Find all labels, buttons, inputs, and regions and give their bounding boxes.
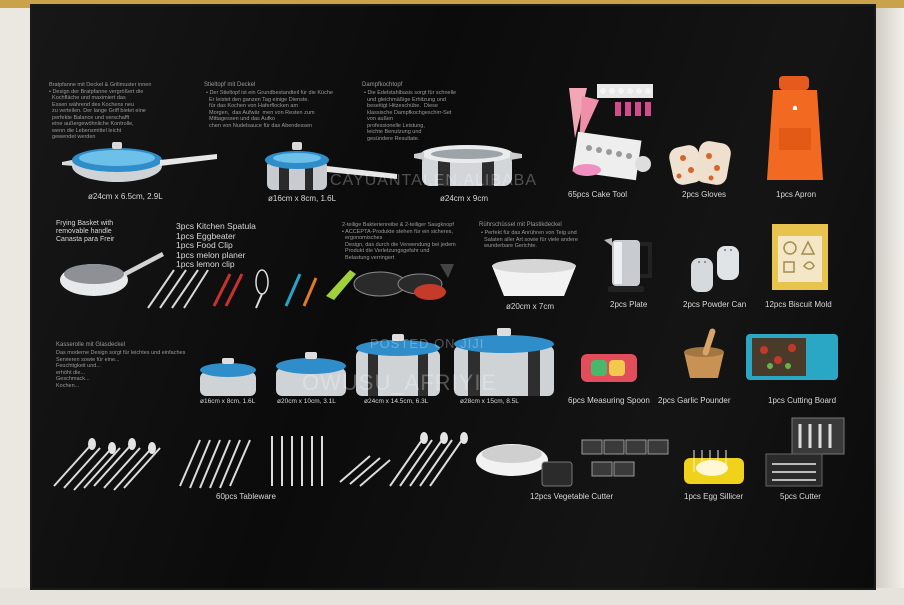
mixing-bowl-image	[492, 259, 576, 296]
utensil-list: 3pcs Kitchen Spatula 1pcs Eggbeater 1pcs…	[176, 221, 256, 269]
powder-can-label: 2pcs Powder Can	[683, 300, 747, 309]
steamer-title: Dampfkochtopf	[362, 82, 403, 88]
egg-slicer-label: 1pcs Egg Sillicer	[684, 492, 744, 501]
casserole-size-2: ø20cm x 10cm, 3.1L	[277, 398, 336, 405]
casserole-size-4: ø28cm x 15cm, 8.5L	[460, 398, 519, 405]
graters-image	[353, 264, 454, 300]
plate-label: 2pcs Plate	[610, 300, 648, 309]
frying-basket-image	[60, 252, 164, 296]
vegetable-cutter-label: 12pcs Vegetable Cutter	[530, 492, 614, 501]
saucepan-description: • Der Stieltopf ist ein Grundbestandteil…	[206, 90, 333, 129]
steamer-size-label: ø24cm x 9cm	[440, 194, 489, 203]
oven-gloves-image	[669, 141, 731, 185]
casserole-size-1: ø16cm x 8cm, 1.6L	[200, 398, 256, 405]
casserole-size-3: ø24cm x 14.5cm, 6.3L	[364, 398, 429, 405]
mixing-bowl-description: • Perfekt für das Anrühren von Teig und …	[481, 230, 578, 249]
cutting-board-image	[746, 334, 838, 380]
cake-tool-label: 65pcs Cake Tool	[568, 190, 627, 199]
tableware-label: 60pcs Tableware	[216, 492, 276, 501]
product-board: ☗	[32, 6, 874, 588]
apron-label: 1pcs Apron	[776, 190, 817, 199]
background-surface	[874, 0, 904, 605]
watermark-middle: POSTED ON JIJI	[370, 336, 485, 351]
frying-pan-description: Bratpfanne mit Deckel & Grillmuster inne…	[49, 82, 152, 140]
gloves-label: 2pcs Gloves	[682, 190, 727, 199]
steamer-pot-image	[414, 145, 522, 186]
mixing-bowl-title: Rührschüssel mit Plastikdeckel	[479, 222, 562, 228]
cookware-pots-image	[200, 328, 554, 396]
saucepan-size-label: ø16cm x 8cm, 1.6L	[268, 194, 337, 203]
knife-set-image	[765, 417, 845, 487]
steamer-description: • Die Edelstahlbasis sorgt für schnelle …	[364, 90, 457, 142]
measuring-spoons-image	[581, 354, 637, 382]
garlic-pounder-label: 2pcs Garlic Pounder	[658, 396, 731, 405]
saucepan-image	[265, 142, 397, 190]
svg-text:☗: ☗	[792, 105, 797, 112]
tableware-image	[53, 432, 468, 491]
grater-description: 2-teilige Bakterienreibe & 2-teiliger Sa…	[342, 222, 456, 261]
cake-tool-set-image	[569, 84, 653, 181]
cutter-label: 5pcs Cutter	[780, 492, 821, 501]
vegetable-cutter-image	[476, 439, 669, 487]
cutting-board-label: 1pcs Cutting Board	[768, 396, 837, 405]
casserole-description: Das moderne Design sorgt für leichtes un…	[56, 350, 186, 389]
biscuit-mold-image	[772, 224, 828, 290]
frying-basket-label: Frying Basket with removable handle Cana…	[56, 220, 115, 243]
powder-cans-image	[691, 246, 739, 292]
apron-image: ☗	[767, 76, 823, 180]
garlic-pounder-image	[684, 328, 724, 378]
background-surface-bottom	[0, 588, 904, 605]
casserole-title: Kasserolle mit Glasdeckel	[56, 342, 126, 348]
mixing-bowl-size-label: ø20cm x 7cm	[506, 302, 555, 311]
watermark-bottom: OWUSU_AFRIYIE	[302, 370, 498, 395]
saucepan-title: Stieltopf mit Deckel	[204, 82, 256, 88]
frying-pan-size-label: ø24cm x 6.5cm, 2.9L	[88, 192, 163, 201]
box-top-edge	[0, 0, 904, 8]
kettle-image	[604, 238, 652, 292]
measuring-spoon-label: 6pcs Measuring Spoon	[568, 396, 650, 405]
kitchen-utensils-image	[147, 269, 356, 309]
egg-slicer-image	[684, 450, 744, 484]
frying-pan-image	[62, 142, 217, 182]
biscuit-mold-label: 12pcs Biscuit Mold	[765, 300, 832, 309]
watermark-top: CAYUANTAI.EN.ALIBABA	[330, 172, 538, 189]
